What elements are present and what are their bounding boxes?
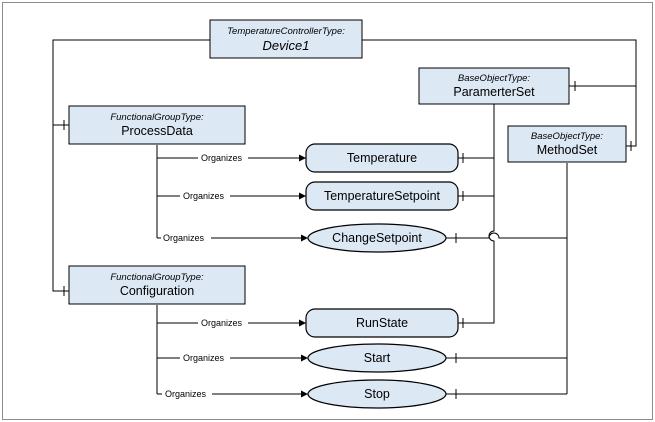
organizes-label: Organizes [201,153,243,163]
temperature-label: Temperature [347,151,417,165]
organizes-label: Organizes [165,389,207,399]
methodset-node[interactable]: BaseObjectType: MethodSet [507,125,627,163]
start-label: Start [364,351,391,365]
processdata-name: ProcessData [121,124,193,138]
device1-name: Device1 [263,38,310,53]
configuration-name: Configuration [120,284,194,298]
device1-type: TemperatureControllerType: [227,26,345,37]
parameterset-node[interactable]: BaseObjectType: ParamerterSet [418,67,570,105]
temperaturesetpoint-label: TemperatureSetpoint [324,189,441,203]
organizes-labels: Organizes Organizes Organizes Organizes … [161,152,248,400]
temperaturesetpoint-variable-node[interactable]: TemperatureSetpoint [305,181,459,211]
changesetpoint-label: ChangeSetpoint [332,231,422,245]
organizes-label: Organizes [201,318,243,328]
organizes-label: Organizes [183,191,225,201]
configuration-node[interactable]: FunctionalGroupType: Configuration [68,265,246,305]
methodset-type: BaseObjectType: [531,131,604,142]
stop-label: Stop [364,387,390,401]
start-method-node[interactable]: Start [307,343,447,373]
runstate-label: RunState [356,316,408,330]
organizes-label: Organizes [183,353,225,363]
configuration-type: FunctionalGroupType: [110,272,204,283]
organizes-label: Organizes [163,233,205,243]
methodset-reference-lines [446,163,568,399]
processdata-node[interactable]: FunctionalGroupType: ProcessData [68,105,246,145]
processdata-type: FunctionalGroupType: [110,112,204,123]
hierarchy-lines [52,39,637,296]
parameterset-type: BaseObjectType: [458,73,531,84]
parameterset-name: ParamerterSet [453,85,535,99]
temperature-variable-node[interactable]: Temperature [305,143,459,173]
runstate-variable-node[interactable]: RunState [305,308,459,338]
device1-node[interactable]: TemperatureControllerType: Device1 [209,19,363,59]
changesetpoint-method-node[interactable]: ChangeSetpoint [307,223,447,253]
stop-method-node[interactable]: Stop [307,379,447,409]
methodset-name: MethodSet [537,143,598,157]
